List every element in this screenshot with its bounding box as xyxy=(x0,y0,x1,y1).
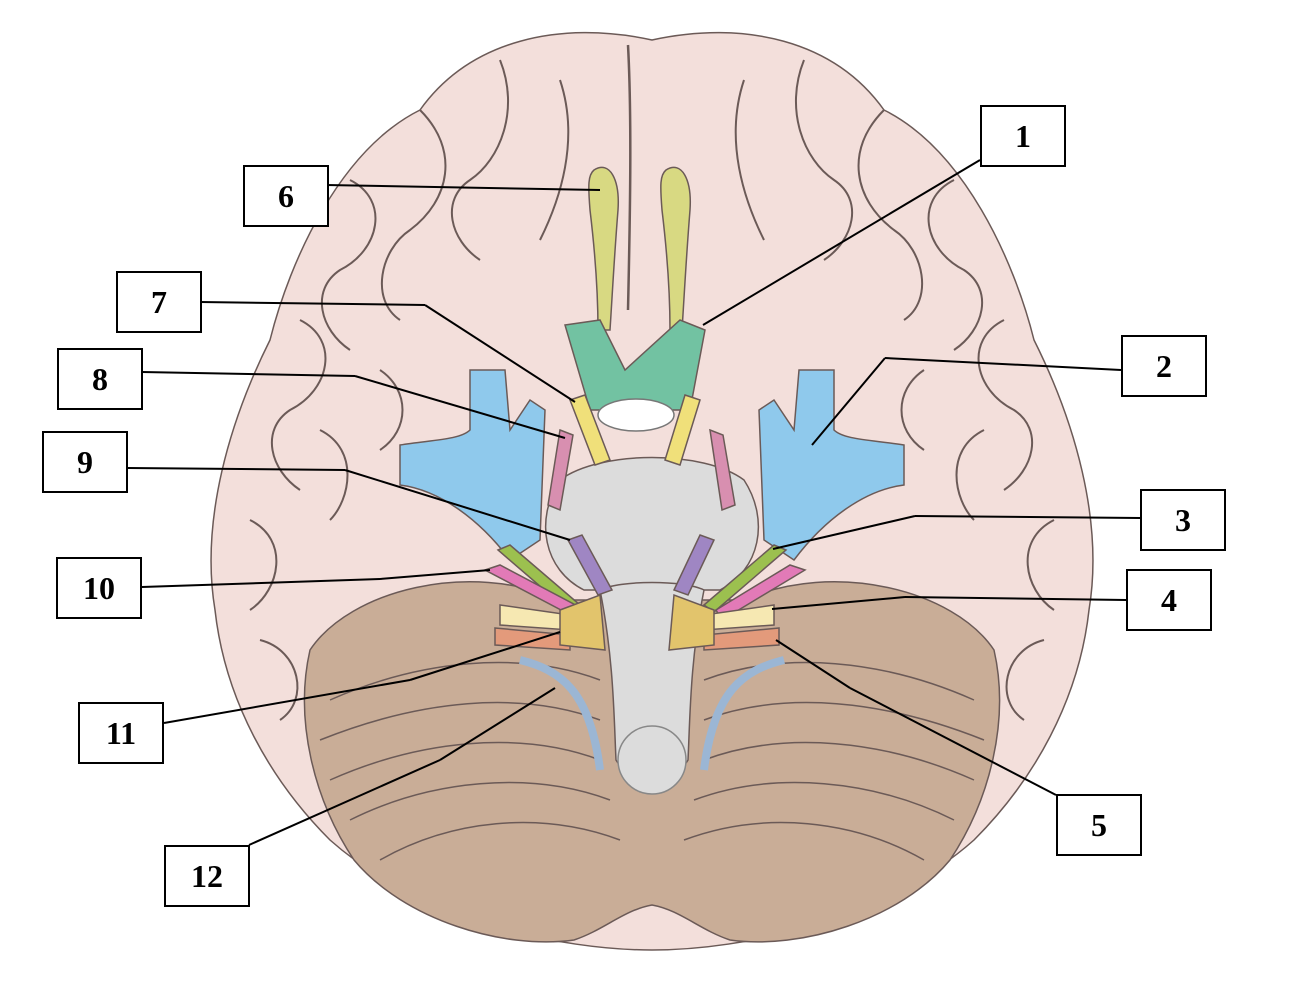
label-10: 10 xyxy=(56,557,142,619)
longitudinal-fissure xyxy=(626,44,632,311)
sulci-right xyxy=(734,59,1055,721)
label-1: 1 xyxy=(980,105,1066,167)
cerebellum-folia xyxy=(319,661,985,861)
oculomotor-left xyxy=(569,394,611,466)
trochlear-left xyxy=(547,428,574,512)
label-11: 11 xyxy=(78,702,164,764)
temporal-blue-left xyxy=(399,369,546,562)
vagus-right xyxy=(703,627,780,651)
label-9: 9 xyxy=(42,431,128,493)
abducens-left xyxy=(566,534,614,596)
accessory-left xyxy=(519,656,604,771)
label-4: 4 xyxy=(1126,569,1212,631)
spinal-cord-section xyxy=(617,725,687,795)
label-3: 3 xyxy=(1140,489,1226,551)
hypoglossal-fan-right xyxy=(668,593,715,651)
label-7: 7 xyxy=(116,271,202,333)
label-5: 5 xyxy=(1056,794,1142,856)
hypoglossal-fan-left xyxy=(559,593,606,651)
oculomotor-right xyxy=(664,394,701,466)
label-12: 12 xyxy=(164,845,250,907)
abducens-right xyxy=(672,534,716,596)
label-6: 6 xyxy=(243,165,329,227)
leader-lines xyxy=(127,159,1141,846)
trochlear-right xyxy=(709,428,736,512)
vagus-left xyxy=(494,627,571,651)
olfactory-bulb-left xyxy=(588,166,619,331)
accessory-right xyxy=(700,656,785,771)
sulci-left xyxy=(249,59,570,721)
label-2: 2 xyxy=(1121,335,1207,397)
label-8: 8 xyxy=(57,348,143,410)
pituitary-stalk xyxy=(597,398,675,432)
